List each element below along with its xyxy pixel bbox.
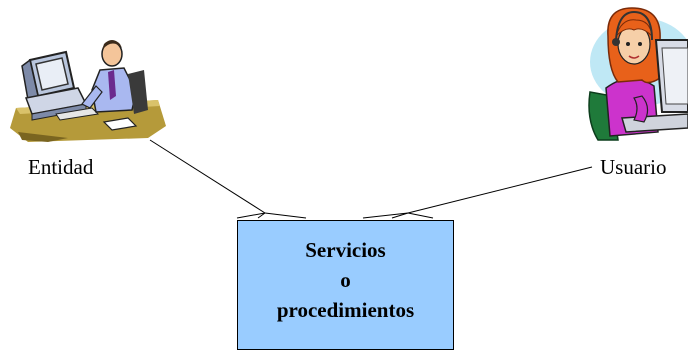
entity-connector-line <box>149 139 266 214</box>
woman-at-computer-clipart-icon <box>588 7 688 141</box>
connector-lines <box>149 139 593 219</box>
services-line-2: o <box>340 268 351 292</box>
fan-left-2 <box>257 212 266 219</box>
office-worker-clipart-icon <box>10 40 166 142</box>
entity-label: Entidad <box>28 155 94 179</box>
services-box: Servicios o procedimientos <box>237 220 454 350</box>
user-label: Usuario <box>600 155 667 179</box>
fan-right-3 <box>407 212 434 219</box>
services-box-text: Servicios o procedimientos <box>238 235 453 325</box>
fan-left-1 <box>236 212 266 219</box>
diagram-canvas: Entidad Usuario Servicios o procedimient… <box>10 7 688 350</box>
fan-right-2 <box>391 212 409 219</box>
services-line-1: Servicios <box>305 238 386 262</box>
fan-left-3 <box>264 212 307 219</box>
user-connector-line <box>407 166 593 214</box>
services-line-3: procedimientos <box>276 298 415 322</box>
fan-right-1 <box>362 212 409 219</box>
